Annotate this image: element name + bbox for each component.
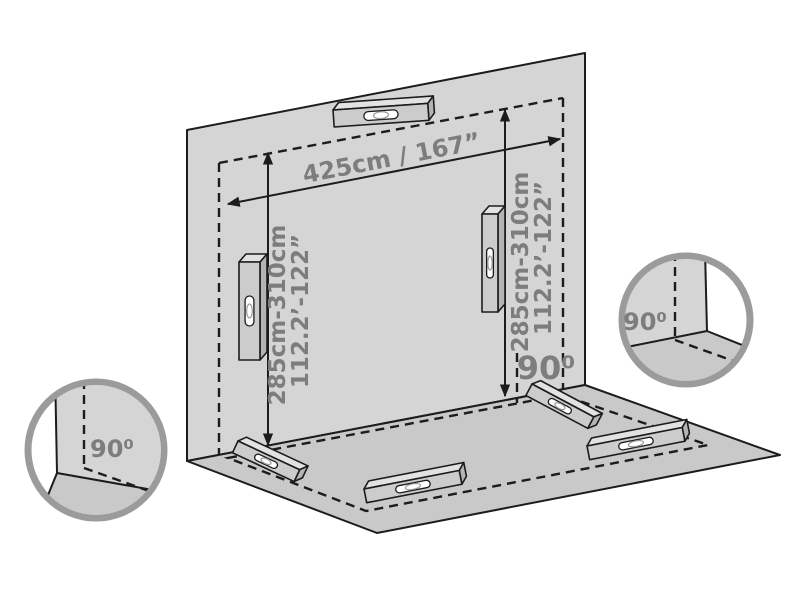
angle-label-detail-top-right: 90⁰ — [623, 308, 667, 336]
spirit-level-floor-front — [363, 461, 468, 504]
spirit-level-wall-left — [238, 253, 268, 361]
level-bubble-window — [244, 295, 255, 327]
level-bubble-window — [618, 436, 654, 451]
level-bubble — [246, 303, 253, 319]
detail-circle-bottom-left: 90⁰ — [24, 378, 168, 522]
spirit-level-floor-right-front — [586, 418, 691, 461]
level-bubble-window — [363, 109, 399, 122]
level-bubble — [487, 255, 493, 271]
level-bubble — [627, 439, 645, 448]
level-bubble-window — [395, 479, 431, 494]
spirit-level-wall-right — [481, 205, 506, 313]
level-bubble — [260, 457, 272, 466]
spirit-levels — [231, 95, 691, 504]
spirit-level-wall-top — [332, 95, 436, 128]
level-bubble-window — [254, 453, 279, 470]
angle-label-detail-bottom-left: 90⁰ — [90, 435, 134, 463]
floor-marked-area-dashed — [223, 393, 713, 513]
height-label-left: 285cm-310cm 112.2’-122” — [265, 217, 314, 406]
detail-circle-top-right: 90⁰ — [618, 252, 754, 388]
height-label-right: 285cm-310cm 112.2’-122” — [508, 164, 557, 353]
floor-panel — [186, 384, 781, 534]
level-bubble-window — [547, 397, 573, 415]
level-bubble-window — [485, 247, 495, 279]
level-bubble — [554, 402, 566, 411]
level-bubble — [372, 111, 390, 120]
level-bubble — [404, 482, 422, 491]
spirit-level-floor-right-back — [525, 379, 604, 430]
angle-label-wall: 90⁰ — [517, 349, 576, 387]
spirit-level-floor-left — [231, 436, 309, 483]
